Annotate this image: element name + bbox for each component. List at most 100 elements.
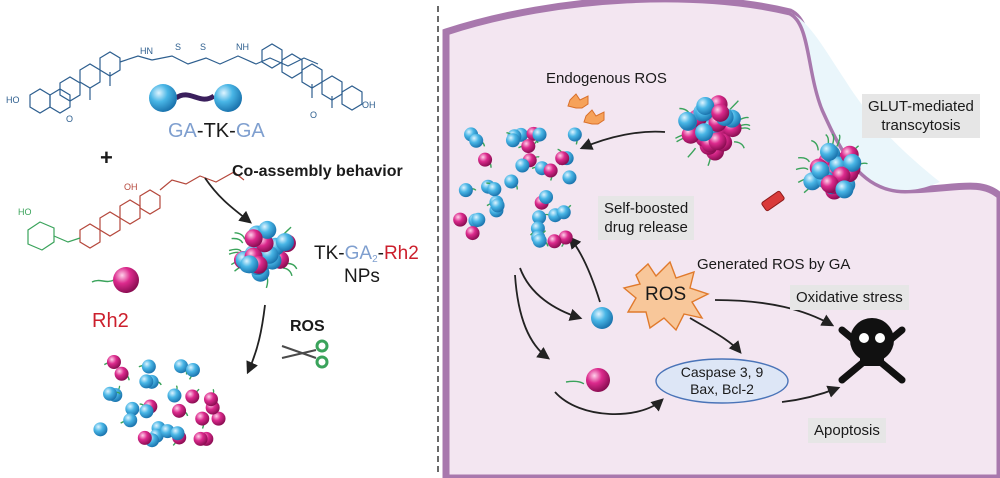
struct-o-1: O — [66, 114, 73, 124]
free-rh2-tail — [565, 380, 585, 385]
endogenous-ros-label: Endogenous ROS — [546, 70, 667, 87]
glut-line-1: GLUT-mediated — [868, 98, 974, 115]
coassembly-label: Co-assembly behavior — [232, 163, 403, 180]
np-released-sphere — [543, 163, 558, 178]
generated-ros-label: Generated ROS by GA — [697, 256, 851, 273]
np-endogenous-sphere — [696, 96, 715, 115]
np-cleaved-sphere — [103, 386, 118, 401]
nps-line2: NPs — [344, 266, 380, 287]
np-vesicle-tail — [811, 139, 819, 151]
np-assembled-tail — [234, 232, 246, 240]
ga-tk-sep-2: - — [229, 120, 236, 142]
np-released-sphere — [558, 230, 573, 245]
np-assembled-sphere — [240, 255, 259, 274]
np-released-sphere — [505, 133, 520, 148]
np-released-sphere — [469, 133, 484, 148]
np-endogenous-tail — [687, 147, 697, 158]
struct-nh-1: HN — [140, 46, 153, 56]
np-assembled-tail — [231, 237, 244, 244]
rh2-sphere — [91, 267, 139, 293]
np-cleaved-sphere — [141, 359, 156, 374]
struct-ho-rh: HO — [18, 207, 32, 217]
np-vesicle-sphere — [819, 142, 838, 161]
np-cleaved-sphere — [185, 362, 200, 377]
np-cleaved-sphere — [174, 359, 189, 374]
np-released-sphere — [465, 226, 480, 241]
np-endogenous-tail — [729, 100, 739, 110]
np-released-sphere — [532, 210, 547, 225]
free-ga-sphere — [591, 307, 613, 329]
np-assembled-sphere — [244, 229, 263, 248]
ros-to-death — [714, 299, 835, 327]
ros-burst — [622, 260, 710, 332]
np-released-sphere — [556, 205, 571, 220]
np-released-sphere — [532, 127, 547, 142]
nanoparticle-layer — [93, 95, 868, 448]
nps-sub: 2 — [372, 254, 378, 265]
ga-tk-ga-label: GA-TK-GA — [168, 120, 265, 143]
np-vesicle-tail — [798, 156, 811, 163]
rh-to-caspase — [554, 391, 664, 415]
np-released-sphere — [471, 212, 486, 227]
np-cleaved-sphere — [106, 355, 121, 370]
np-vesicle-sphere — [820, 175, 839, 194]
np-released-sphere — [453, 212, 468, 227]
ga-tk-ga-structure — [29, 43, 363, 114]
struct-o-2: O — [310, 110, 317, 120]
free-rh2-sphere — [586, 368, 610, 392]
split-arrow-1 — [519, 267, 583, 321]
np-released-sphere — [521, 139, 536, 154]
rh2-label: Rh2 — [92, 310, 129, 332]
np-cleaved-sphere — [172, 403, 187, 418]
self-boosted-line-2: drug release — [604, 219, 688, 236]
caspase-ellipse — [655, 358, 789, 404]
struct-s-1: S — [175, 42, 181, 52]
self-boosted-line-1: Self-boosted — [604, 200, 689, 217]
split-arrow-2 — [514, 274, 551, 360]
cell-membrane — [442, 0, 1000, 478]
np-released-sphere — [487, 182, 502, 197]
np-vesicle-sphere — [843, 153, 862, 172]
np-cleaved-sphere — [185, 389, 200, 404]
np-cleaved-sphere — [195, 411, 210, 426]
nps-ga: GA — [344, 243, 373, 264]
np-cleaved-sphere — [123, 413, 138, 428]
nps-label: TK-GA2-Rh2 — [314, 243, 419, 265]
np-released-sphere — [539, 190, 554, 205]
np-cleaved-sphere — [139, 374, 154, 389]
ros-to-caspase — [689, 317, 742, 354]
glut-transporter — [761, 190, 785, 212]
np-released-sphere — [547, 234, 562, 249]
caspase-label: Caspase 3, 9 Bax, Bcl-2 — [656, 364, 788, 398]
np-endogenous-sphere — [711, 103, 730, 122]
endocytic-vesicle — [790, 12, 940, 190]
struct-oh-1: OH — [362, 100, 376, 110]
np-cleaved-sphere — [203, 392, 218, 407]
ga-right: GA — [235, 120, 265, 142]
np-cleaved-sphere — [211, 411, 226, 426]
glut-box: GLUT-mediated transcytosis — [862, 94, 980, 138]
np-cleaved-sphere — [114, 366, 129, 381]
caspase-line-2: Bax, Bcl-2 — [690, 381, 754, 397]
np-released-sphere — [562, 170, 577, 185]
ros-arrow-left — [246, 304, 266, 375]
np-assembled-tail — [282, 267, 293, 277]
cell — [442, 0, 1000, 478]
scissors-icon — [281, 339, 329, 369]
np-assembled-sphere — [275, 233, 294, 252]
endogenous-ros-burst-2 — [583, 109, 605, 125]
np-released-sphere — [478, 152, 493, 167]
np-vesicle-tail — [836, 134, 841, 147]
np-cleaved-sphere — [170, 426, 185, 441]
np-released-sphere — [515, 158, 530, 173]
struct-nh-2: NH — [236, 42, 249, 52]
struct-ho-1: HO — [6, 95, 20, 105]
np-released-sphere — [504, 174, 519, 189]
plus-sign: + — [100, 145, 113, 170]
caspase-to-death — [781, 385, 841, 403]
glut-line-2: transcytosis — [881, 117, 961, 134]
tk-text: TK — [203, 120, 230, 142]
np-released-sphere — [458, 183, 473, 198]
